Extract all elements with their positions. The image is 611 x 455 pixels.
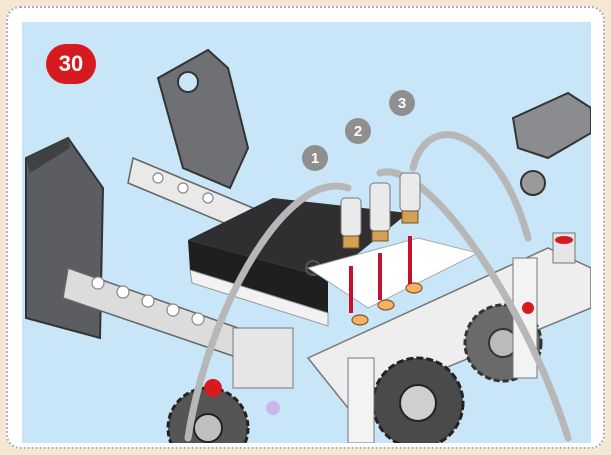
callout-2: 2: [345, 118, 371, 144]
red-peg-left: [204, 379, 222, 397]
arm-hole: [178, 72, 198, 92]
red-peg-right: [522, 302, 534, 314]
upper-arm-piece: [158, 50, 248, 188]
red-peg: [555, 236, 573, 244]
assembly-illustration: [22, 22, 591, 443]
connector-block: [233, 328, 293, 388]
callout-1: 1: [302, 145, 328, 171]
right-joint: [521, 171, 545, 195]
lilac-peg: [266, 401, 280, 415]
step-number-badge: 30: [46, 44, 96, 84]
gear-left: [168, 388, 248, 443]
right-arm-piece: [513, 93, 591, 158]
post-center: [348, 358, 374, 443]
instruction-panel: 30 1 2 3: [6, 6, 605, 449]
callout-3: 3: [389, 90, 415, 116]
model-drawing: [22, 22, 591, 443]
gear-center: [373, 358, 463, 443]
